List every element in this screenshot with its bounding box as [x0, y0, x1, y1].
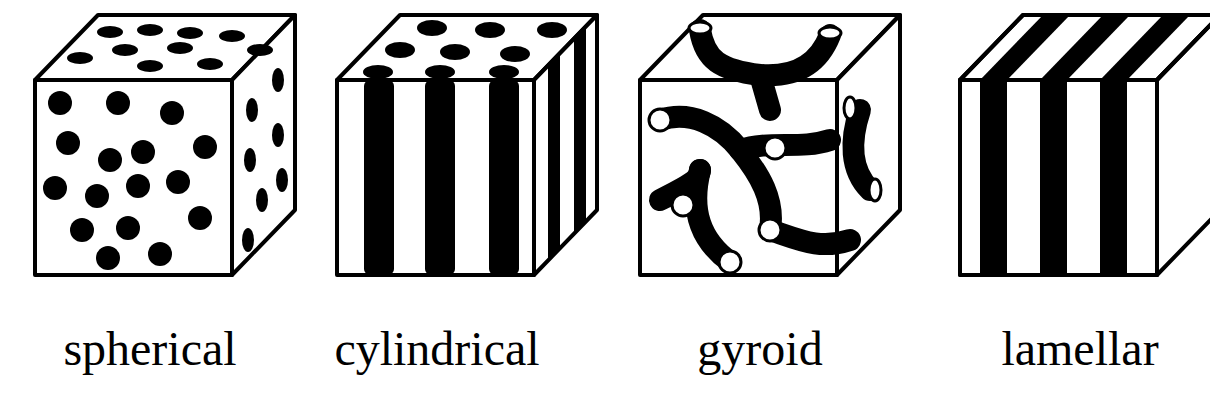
phase-label: spherical	[63, 325, 236, 373]
spherical-cube	[35, 15, 295, 275]
phase-label: lamellar	[1001, 325, 1158, 373]
cylindrical-cube	[337, 15, 597, 275]
gyroid-cube	[640, 15, 900, 275]
lamellar-cube	[960, 15, 1210, 275]
phase-label: cylindrical	[334, 325, 539, 373]
phase-label: gyroid	[697, 325, 822, 373]
